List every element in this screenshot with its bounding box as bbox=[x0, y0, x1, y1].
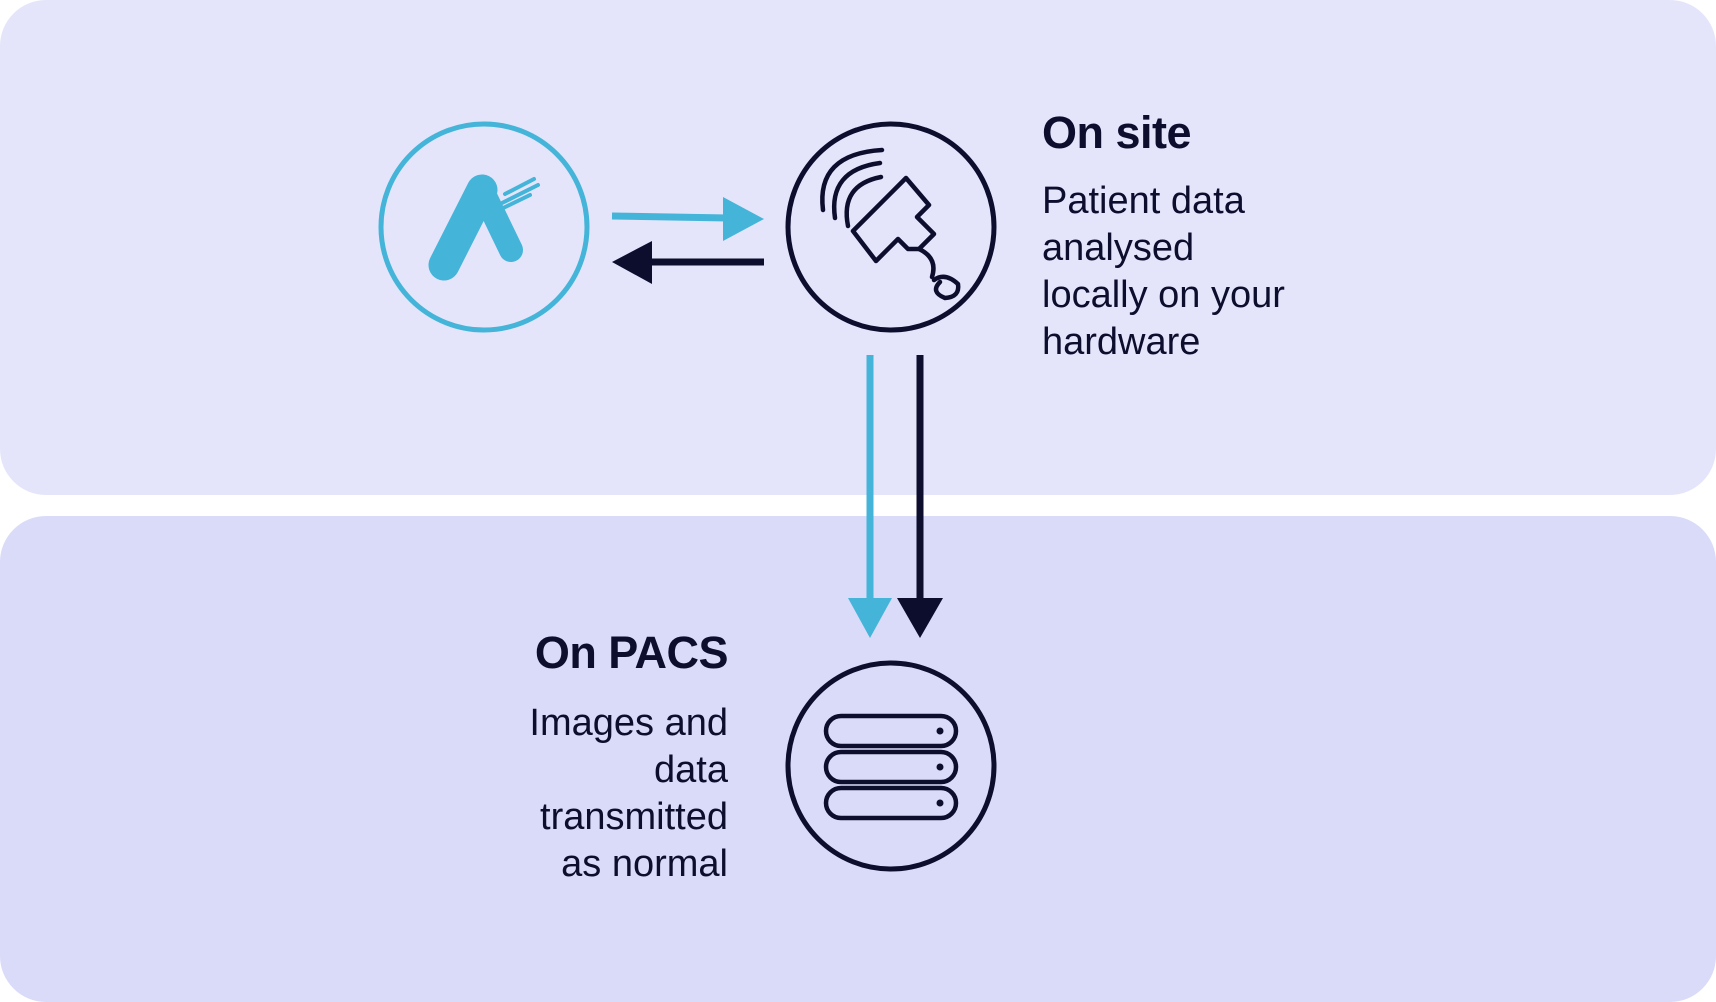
server-stack-icon bbox=[823, 713, 959, 821]
on-pacs-title: On PACS bbox=[534, 627, 729, 678]
app-logo-icon bbox=[428, 174, 540, 281]
app-node bbox=[378, 121, 590, 333]
on-pacs-description: Images and data transmitted as normal bbox=[529, 702, 728, 885]
arrow-app-to-device bbox=[611, 197, 764, 241]
server-led-dots bbox=[936, 727, 944, 807]
on-site-description: Patient data analysed locally on your ha… bbox=[1042, 180, 1285, 363]
device-node-ring bbox=[785, 121, 997, 333]
arrow-device-to-pacs-cyan bbox=[848, 355, 892, 638]
on-site-panel bbox=[0, 0, 1716, 495]
arrow-device-to-pacs-navy bbox=[897, 355, 943, 638]
on-site-title: On site bbox=[1042, 107, 1192, 158]
on-pacs-label: On PACS Images and data transmitted as n… bbox=[440, 630, 728, 888]
app-node-ring bbox=[378, 121, 590, 333]
device-node bbox=[785, 121, 997, 333]
arrow-device-to-app bbox=[612, 241, 764, 284]
pacs-node-ring bbox=[785, 660, 997, 872]
on-site-label: On site Patient data analysed locally on… bbox=[1042, 110, 1382, 366]
pacs-node bbox=[785, 660, 997, 872]
ultrasound-probe-icon bbox=[820, 147, 961, 301]
on-pacs-panel bbox=[0, 516, 1716, 1002]
